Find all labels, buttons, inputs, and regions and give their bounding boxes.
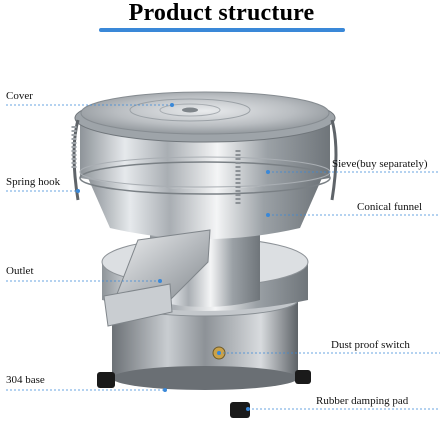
label-dust-proof-switch: Dust proof switch xyxy=(331,339,410,351)
label-conical-funnel: Conical funnel xyxy=(357,201,423,213)
page-title: Product structure xyxy=(128,0,315,26)
label-outlet: Outlet xyxy=(6,265,34,277)
label-304-base: 304 base xyxy=(6,374,45,386)
title-underline xyxy=(99,28,345,32)
conical-funnel xyxy=(88,178,322,239)
cover xyxy=(74,91,336,143)
label-spring-hook: Spring hook xyxy=(6,176,61,188)
leader-dots xyxy=(76,103,270,411)
rubber-pads xyxy=(97,370,311,418)
leader-lines xyxy=(6,104,440,410)
label-rubber-damping-pad: Rubber damping pad xyxy=(316,395,409,407)
label-cover: Cover xyxy=(6,90,33,102)
outlet-chute xyxy=(103,229,211,327)
label-sieve: Sieve(buy separately) xyxy=(332,158,428,170)
